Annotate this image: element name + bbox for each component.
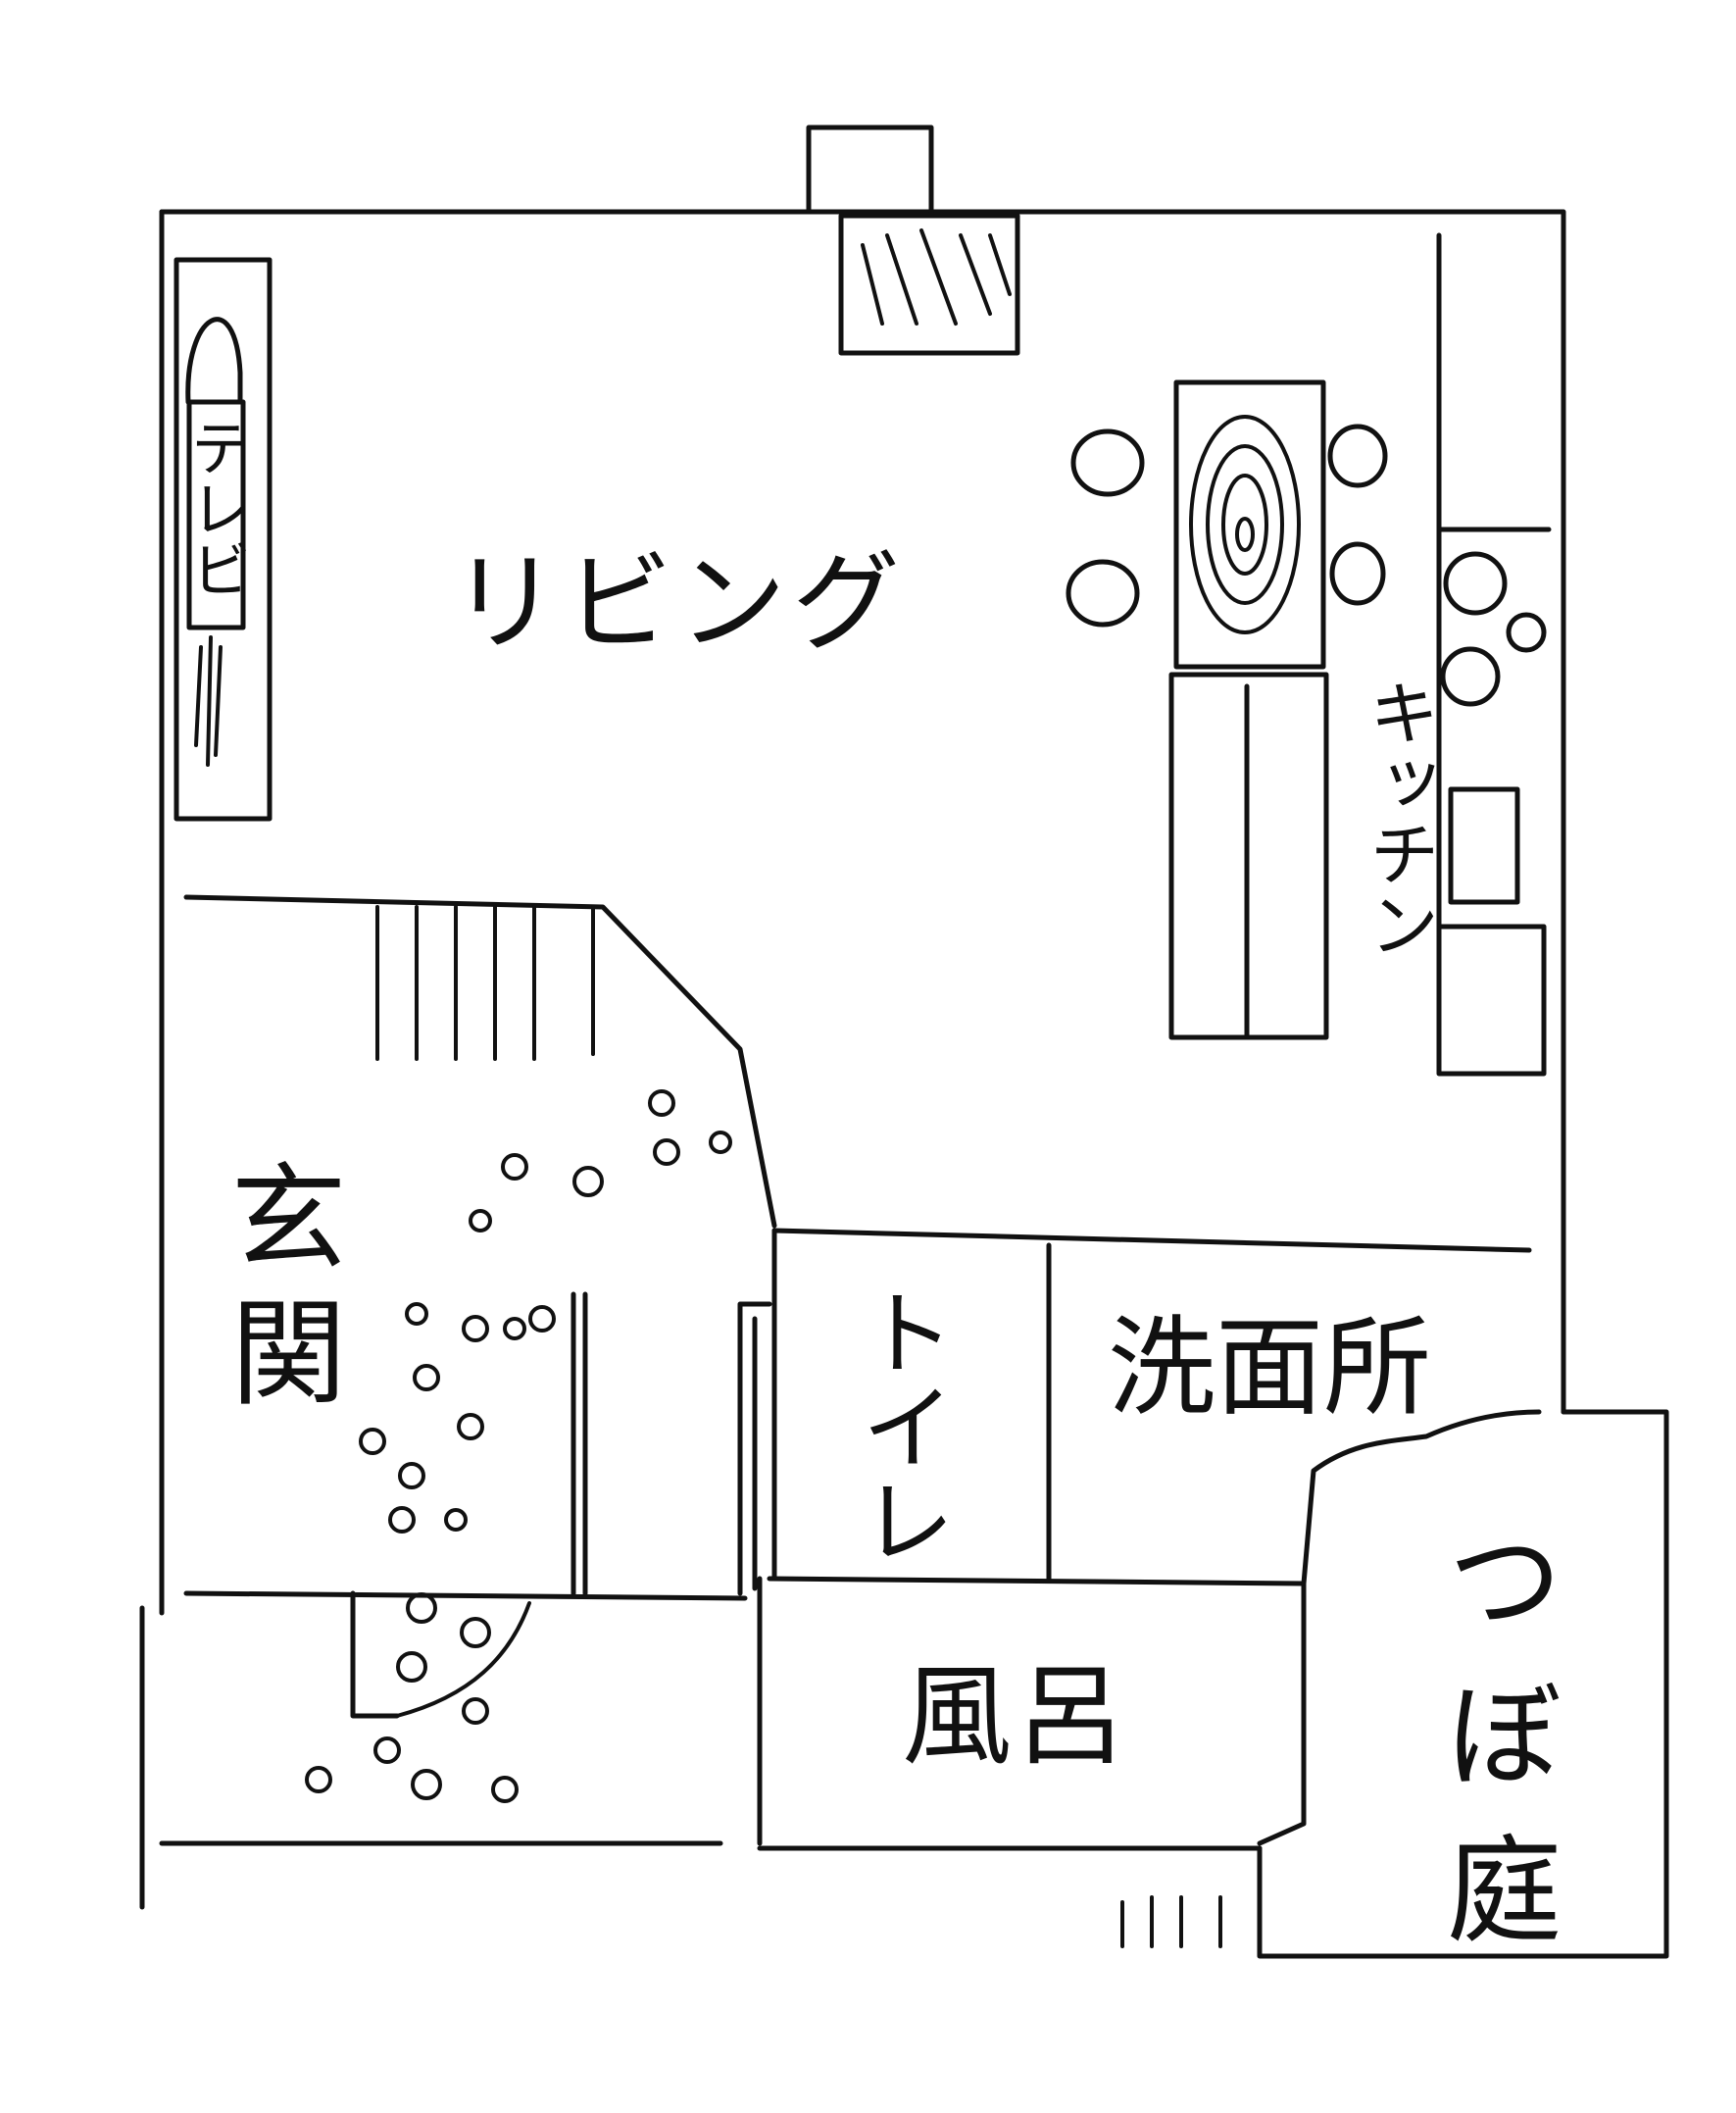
toilet-washroom-block — [737, 1228, 1532, 1596]
room-label-bath: 風呂 — [902, 1653, 1129, 1781]
back-steps — [1120, 1895, 1222, 1948]
room-label-genkan: 玄関 — [211, 1157, 346, 1428]
tv-stand — [174, 257, 273, 822]
vent-fixture — [806, 125, 1020, 356]
room-label-tv: テレビ — [179, 417, 251, 599]
kitchen-counter — [1436, 232, 1552, 1077]
dining-chairs — [1066, 424, 1388, 628]
entrance-door — [350, 1590, 531, 1719]
dining-table — [1173, 379, 1326, 670]
room-label-washroom: 洗面所 — [1108, 1305, 1431, 1431]
room-label-toilet: トイレ — [845, 1284, 955, 1567]
entrance-stones — [305, 1089, 732, 1803]
room-label-kitchen: キッチン — [1357, 677, 1439, 959]
room-label-courtyard: つぼ庭 — [1426, 1520, 1562, 1985]
bath-room — [757, 1576, 1307, 1846]
genkan-walls — [183, 1291, 748, 1601]
room-label-living: リビング — [451, 540, 906, 666]
courtyard-outline — [1301, 1409, 1542, 1586]
stairs — [183, 894, 777, 1229]
outer-walls — [139, 209, 1669, 1959]
kitchen-island — [1168, 672, 1329, 1040]
